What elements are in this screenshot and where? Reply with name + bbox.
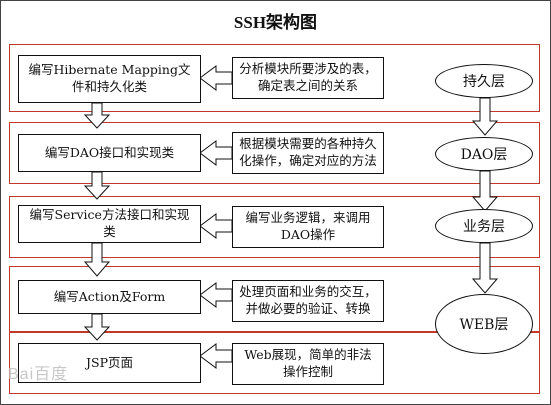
layer-web: WEB层 bbox=[435, 294, 533, 354]
down-arrow-right-1 bbox=[471, 97, 499, 136]
task-box-service: 编写Service方法接口和实现类 bbox=[18, 205, 201, 243]
desc-box-dao: 根据模块需要的各种持久化操作，确定对应的方法 bbox=[232, 132, 384, 174]
band-persistence bbox=[9, 44, 540, 112]
band-action bbox=[9, 266, 540, 332]
desc-box-action: 处理页面和业务的交互，并做必要的验证、转换 bbox=[232, 280, 384, 322]
left-arrow-4 bbox=[199, 282, 233, 308]
diagram-title: SSH架构图 bbox=[233, 13, 318, 32]
task-box-action: 编写Action及Form bbox=[18, 280, 201, 314]
down-arrow-right-3 bbox=[471, 242, 499, 294]
down-arrow-1 bbox=[83, 102, 111, 129]
down-arrow-2 bbox=[83, 171, 111, 200]
down-arrow-right-2 bbox=[471, 170, 499, 212]
desc-box-service: 编写业务逻辑，来调用DAO操作 bbox=[232, 206, 384, 248]
band-dao bbox=[9, 122, 540, 184]
desc-box-hibernate: 分析模块所要涉及的表，确定表之间的关系 bbox=[232, 57, 384, 99]
down-arrow-4 bbox=[83, 313, 111, 341]
layer-business: 业务层 bbox=[435, 209, 533, 243]
layer-dao: DAO层 bbox=[435, 137, 533, 171]
baidu-watermark: Bai百度 bbox=[8, 366, 69, 383]
left-arrow-5 bbox=[199, 343, 233, 369]
task-box-dao: 编写DAO接口和实现类 bbox=[18, 134, 201, 172]
task-box-jsp: JSP页面 bbox=[18, 343, 201, 383]
down-arrow-3 bbox=[83, 242, 111, 277]
band-jsp bbox=[9, 332, 540, 394]
left-arrow-3 bbox=[199, 213, 233, 239]
layer-persistence: 持久层 bbox=[435, 64, 533, 98]
left-arrow-1 bbox=[199, 65, 233, 91]
left-arrow-2 bbox=[199, 140, 233, 166]
task-box-hibernate: 编写Hibernate Mapping文件和持久化类 bbox=[18, 55, 201, 103]
desc-box-jsp: Web展现，简单的非法操作控制 bbox=[232, 343, 384, 385]
band-service bbox=[9, 196, 540, 258]
